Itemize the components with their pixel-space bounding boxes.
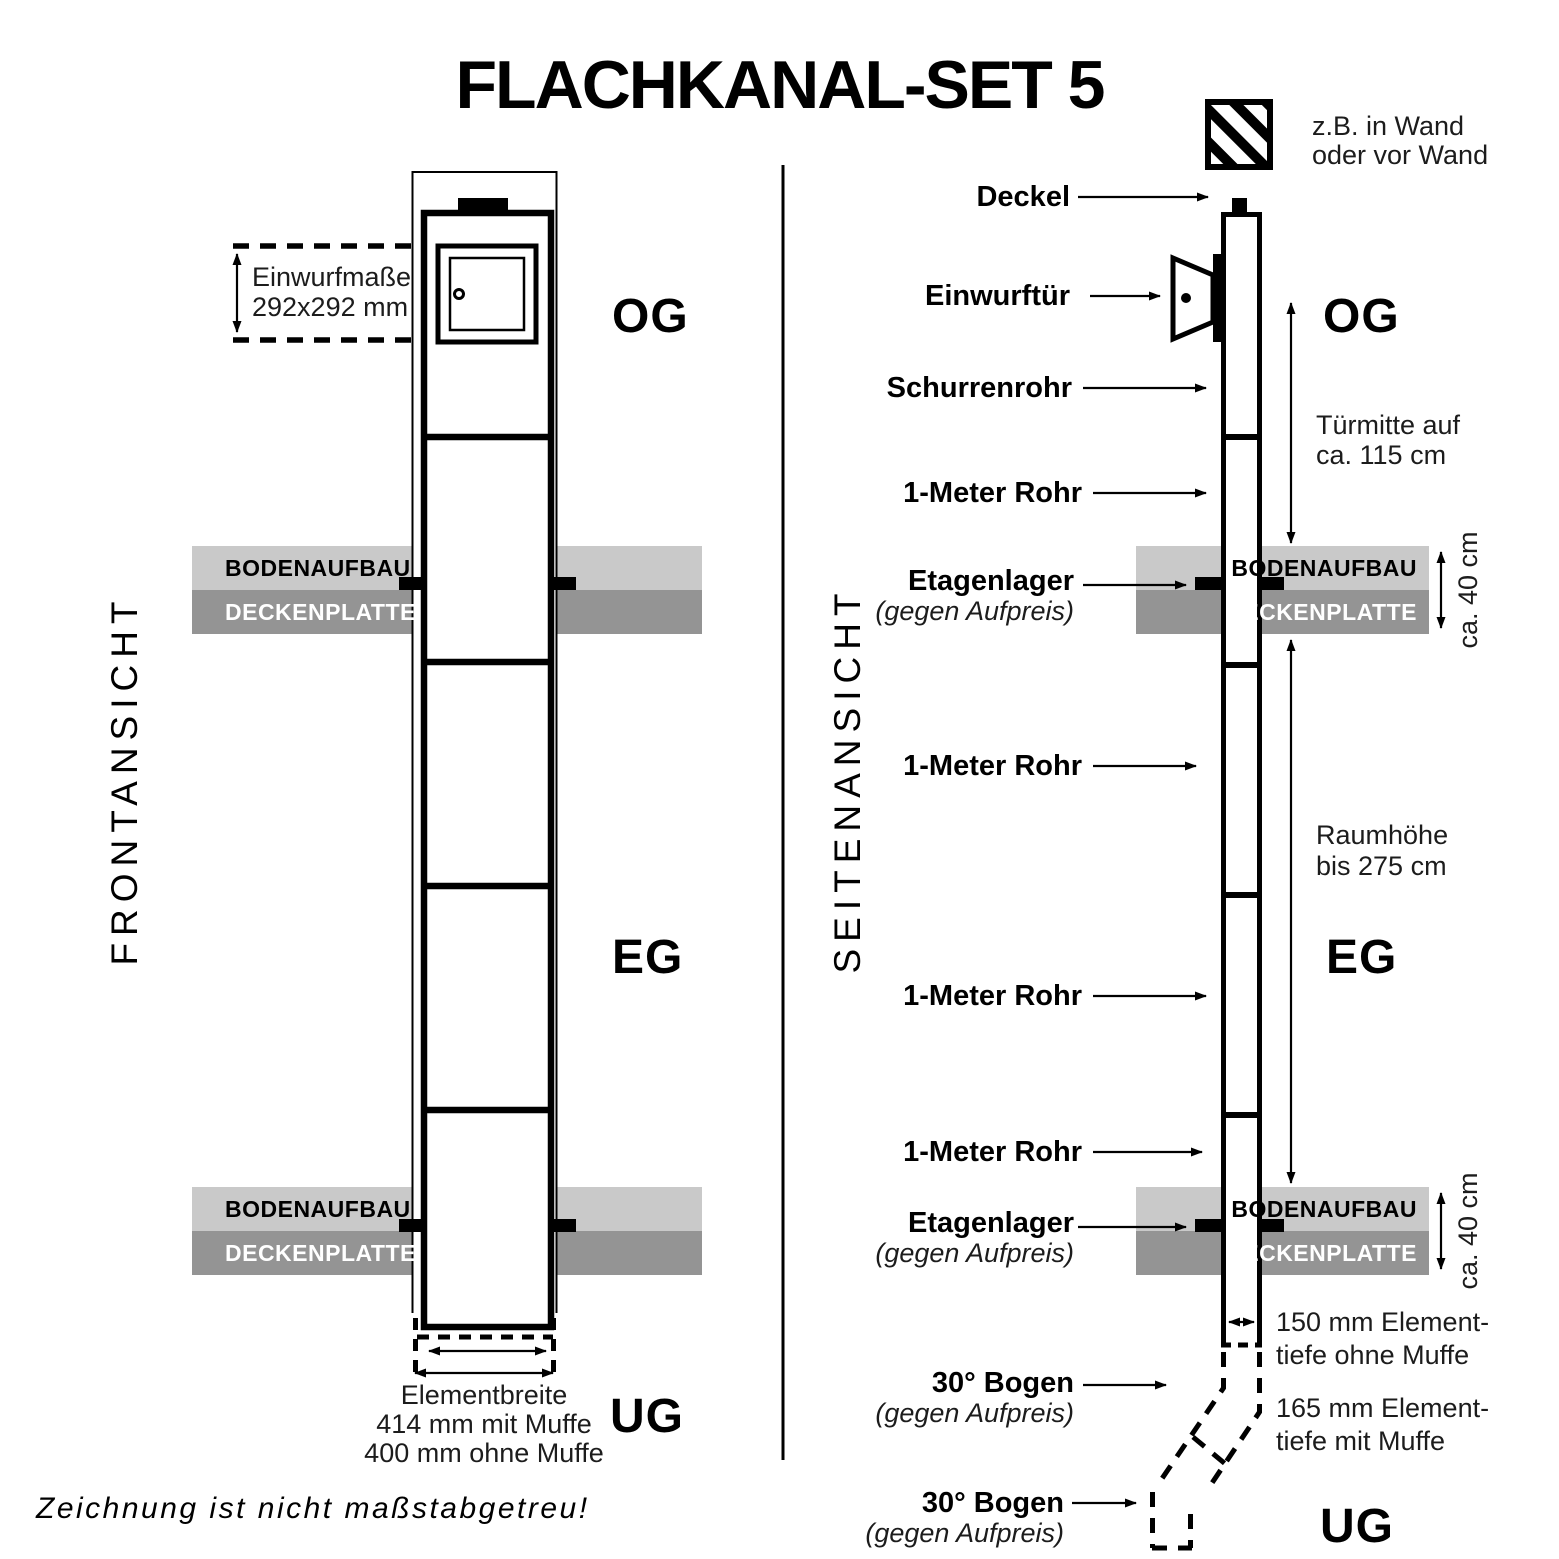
wall-note-line2: oder vor Wand: [1312, 140, 1489, 170]
wall-note: z.B. in Wand oder vor Wand: [1312, 112, 1488, 170]
front-slab-label-deckenplatte-1: DECKENPLATTE: [225, 599, 416, 625]
bogen-text: 30° Bogen: [921, 1487, 1064, 1519]
raumhoehe-line2: bis 275 cm: [1316, 851, 1447, 881]
label-etagenlager-2: Etagenlager (gegen Aufpreis): [875, 1208, 1074, 1268]
bogen-text: 30° Bogen: [931, 1367, 1074, 1399]
front-floor-eg: EG: [612, 931, 684, 984]
side-etagenlager-brackets: [1195, 577, 1284, 1232]
inlet-size-dashed-box: [233, 243, 412, 343]
scale-disclaimer: Zeichnung ist nicht maßstabgetreu!: [36, 1492, 590, 1525]
element-width-arrows: [414, 1346, 554, 1378]
front-segment-joints: [424, 433, 551, 1114]
inlet-size-line2: 292x292 mm: [252, 292, 409, 322]
side-floor-slabs: [1136, 546, 1429, 1275]
side-floor-eg: EG: [1326, 931, 1398, 984]
tuermitte-note: Türmitte auf ca. 115 cm: [1316, 410, 1460, 470]
label-meter-rohr-1: 1-Meter Rohr: [903, 477, 1082, 509]
side-top-cap: [1232, 198, 1247, 213]
wall-note-line1: z.B. in Wand: [1312, 111, 1465, 141]
side-slab-label-deckenplatte-2: DECKENPLATTE: [1226, 1240, 1417, 1266]
front-view-heading: FRONTANSICHT: [104, 594, 145, 966]
raumhoehe-line1: Raumhöhe: [1316, 820, 1449, 850]
aufpreis-text: (gegen Aufpreis): [875, 1398, 1074, 1428]
side-floor-og: OG: [1323, 290, 1400, 343]
tuermitte-line1: Türmitte auf: [1316, 410, 1461, 440]
front-shaft-outline: [411, 171, 558, 1313]
side-slab-label-deckenplatte-1: DECKENPLATTE: [1226, 599, 1417, 625]
aufpreis-text: (gegen Aufpreis): [865, 1518, 1064, 1548]
label-bogen-1: 30° Bogen (gegen Aufpreis): [875, 1368, 1074, 1428]
front-inlet-door: [435, 243, 539, 345]
front-slab-label-bodenaufbau-1: BODENAUFBAU: [225, 555, 411, 581]
depth-no-sleeve-note: 150 mm Element- tiefe ohne Muffe: [1276, 1306, 1489, 1372]
depth-with-sleeve-note: 165 mm Element- tiefe mit Muffe: [1276, 1392, 1489, 1458]
depth-no-sleeve-line2: tiefe ohne Muffe: [1276, 1340, 1470, 1370]
depth-with-sleeve-line2: tiefe mit Muffe: [1276, 1426, 1446, 1456]
slab-height-note-1: ca. 40 cm: [1453, 531, 1483, 649]
side-view-heading: SEITENANSICHT: [827, 586, 868, 974]
label-deckel: Deckel: [976, 181, 1070, 213]
front-floor-ug: UG: [610, 1390, 684, 1443]
front-slab-label-bodenaufbau-2: BODENAUFBAU: [225, 1196, 411, 1222]
label-meter-rohr-2: 1-Meter Rohr: [903, 750, 1082, 782]
aufpreis-text: (gegen Aufpreis): [875, 596, 1074, 626]
etagenlager-text: Etagenlager: [908, 565, 1074, 597]
page-title: FLACHKANAL-SET 5: [455, 47, 1106, 123]
front-top-cap: [458, 198, 508, 212]
tuermitte-line2: ca. 115 cm: [1316, 440, 1447, 470]
front-slab-label-deckenplatte-2: DECKENPLATTE: [225, 1240, 416, 1266]
door-handle-icon: [453, 288, 465, 300]
front-etagenlager-brackets: [399, 577, 576, 1232]
raumhoehe-note: Raumhöhe bis 275 cm: [1316, 820, 1448, 882]
label-schurrenrohr: Schurrenrohr: [886, 372, 1072, 404]
measure-arrows: [1228, 302, 1446, 1327]
slab-height-note-2: ca. 40 cm: [1453, 1172, 1483, 1290]
label-meter-rohr-4: 1-Meter Rohr: [903, 1136, 1082, 1168]
label-bogen-2: 30° Bogen (gegen Aufpreis): [865, 1488, 1064, 1548]
side-floor-ug: UG: [1320, 1500, 1394, 1553]
side-segment-joints: [1221, 434, 1262, 1118]
front-chute-tube: [420, 209, 555, 1331]
front-floor-og: OG: [612, 290, 689, 343]
side-chute-tube: [1221, 212, 1262, 1345]
wall-hatch-icon: [1205, 99, 1273, 170]
label-meter-rohr-3: 1-Meter Rohr: [903, 980, 1082, 1012]
element-width-line2: 414 mm mit Muffe: [376, 1409, 592, 1439]
bend-elements-dashed: [1150, 1352, 1262, 1551]
depth-with-sleeve-line1: 165 mm Element-: [1276, 1393, 1490, 1423]
side-inlet-door: [1170, 254, 1222, 343]
element-width-line1: Elementbreite: [400, 1380, 568, 1410]
element-width-note: Elementbreite 414 mm mit Muffe 400 mm oh…: [324, 1381, 644, 1468]
side-slab-label-bodenaufbau-1: BODENAUFBAU: [1231, 555, 1417, 581]
label-etagenlager-1: Etagenlager (gegen Aufpreis): [875, 566, 1074, 626]
element-width-line3: 400 mm ohne Muffe: [364, 1438, 604, 1468]
label-arrows: [1072, 192, 1209, 1508]
depth-no-sleeve-line1: 150 mm Element-: [1276, 1307, 1490, 1337]
label-einwurftuer: Einwurftür: [925, 280, 1070, 312]
front-floor-slabs: [192, 546, 702, 1275]
door-handle-icon: [1181, 293, 1191, 303]
aufpreis-text: (gegen Aufpreis): [875, 1238, 1074, 1268]
etagenlager-text: Etagenlager: [908, 1207, 1074, 1239]
inlet-size-note: Einwurfmaße 292x292 mm: [252, 262, 411, 322]
side-slab-label-bodenaufbau-2: BODENAUFBAU: [1231, 1196, 1417, 1222]
inlet-size-line1: Einwurfmaße: [252, 262, 412, 292]
